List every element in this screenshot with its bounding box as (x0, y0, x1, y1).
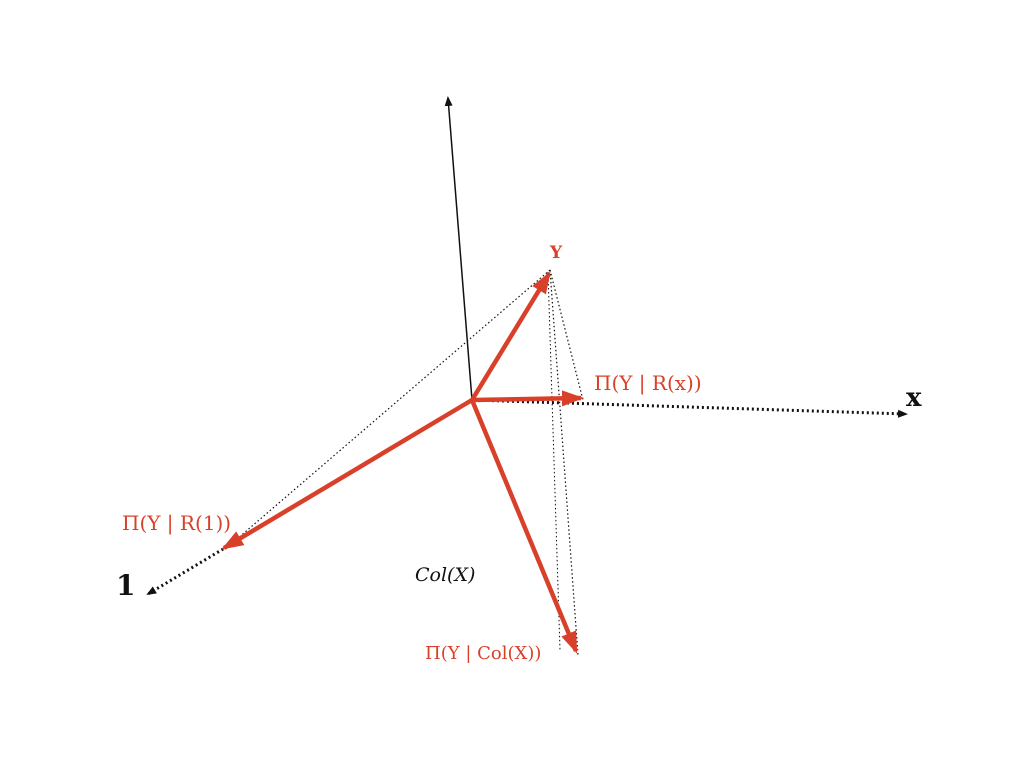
guide-y-offset (547, 271, 561, 651)
y-vector-label: Y (549, 243, 563, 263)
proj-x-label: Π(Y | R(x)) (594, 371, 702, 396)
guide-y-to-proj-col (549, 269, 579, 656)
proj-one-vector (221, 398, 474, 550)
y-vector (470, 271, 551, 402)
proj-x-vector (471, 390, 584, 407)
proj-col-vector (469, 399, 579, 654)
guide-y-to-proj-one (229, 269, 551, 546)
plane-label: Col(X) (415, 564, 475, 586)
proj-col-label: Π(Y | Col(X)) (425, 643, 541, 664)
one-axis-label: 1 (116, 569, 135, 602)
x-axis (471, 398, 908, 418)
vertical-axis (444, 96, 473, 401)
proj-one-label: Π(Y | R(1)) (122, 511, 231, 536)
x-axis-label: x (906, 383, 922, 413)
